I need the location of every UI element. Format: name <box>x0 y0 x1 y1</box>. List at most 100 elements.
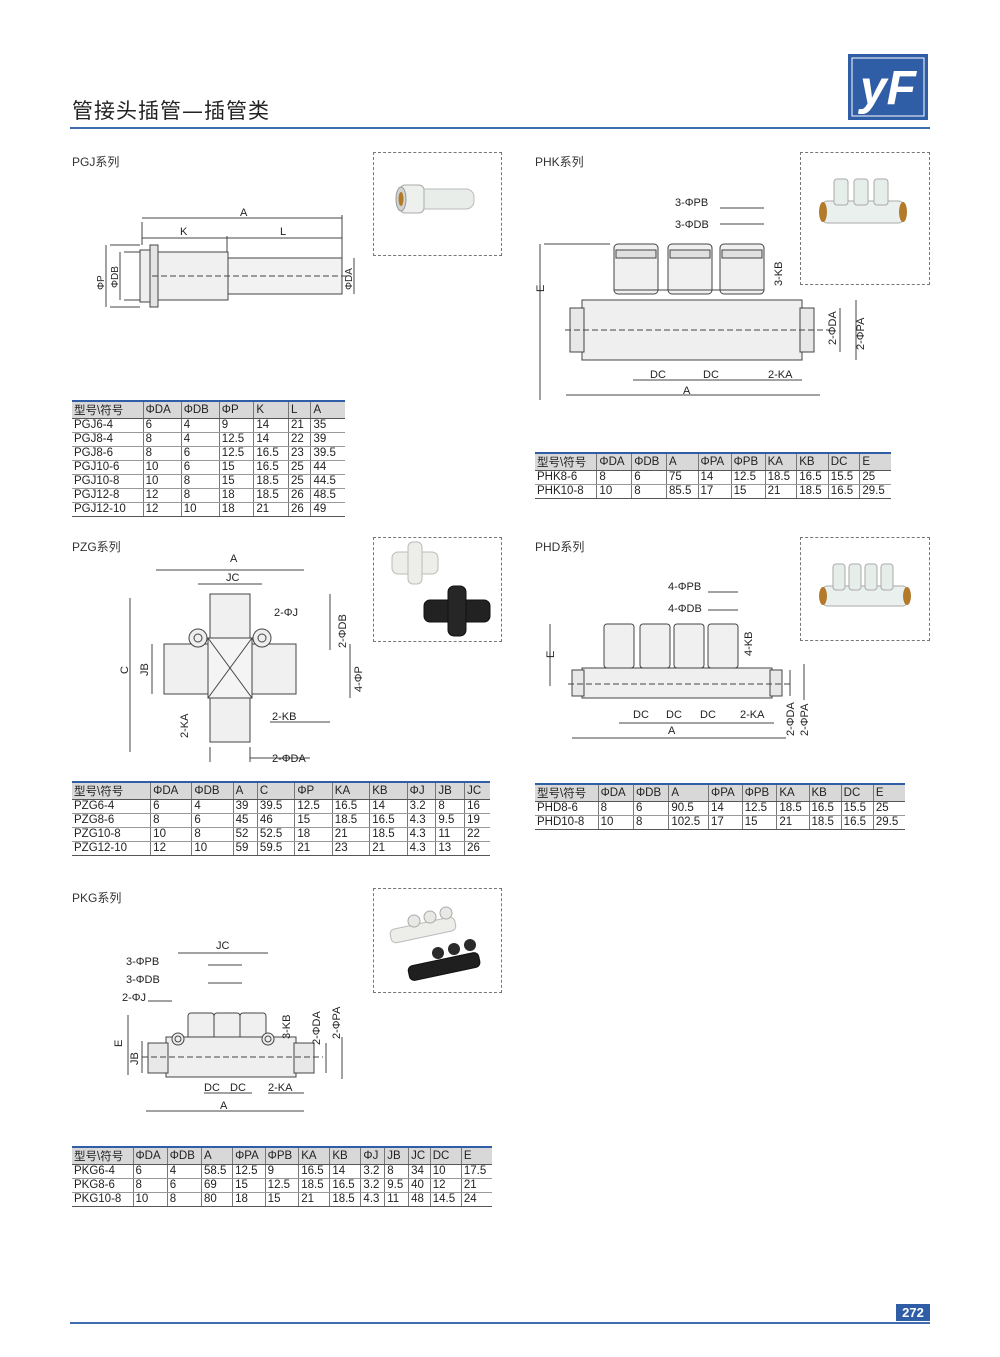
phk-dim-pb: 3-ΦPB <box>675 197 708 209</box>
pgj-table-cell: 25 <box>287 474 311 489</box>
pgj-table-cell: 39 <box>310 432 345 447</box>
pkg-table-cell: 3.2 <box>360 1164 385 1179</box>
phd-col-header: ΦDA <box>597 783 634 802</box>
pgj-table-cell: 18.5 <box>253 488 289 503</box>
phd-table-cell: 16.5 <box>808 801 842 816</box>
phk-col-header: A <box>665 452 699 471</box>
phk-table-cell: 8 <box>631 484 667 499</box>
phk-dim-kb: 3-KB <box>773 262 785 286</box>
phk-product-image <box>819 178 907 224</box>
pgj-table-cell: 9 <box>218 418 254 433</box>
pzg-col-header: A <box>232 781 258 800</box>
pkg-table-cell: 12.5 <box>232 1164 266 1179</box>
phd-col-header: ΦPA <box>708 783 743 802</box>
pkg-table-cell: 34 <box>408 1164 431 1179</box>
pzg-table-cell: PZG6-4 <box>72 799 151 814</box>
pzg-dim-p: 4-ΦP <box>353 666 365 692</box>
pzg-dim-a: A <box>230 553 238 565</box>
phd-drawing: 4-ΦPB 4-ΦDB 4-KB E DC DC DC 2-KA 2-ΦDA 2… <box>545 581 811 739</box>
pgj-table-cell: 21 <box>253 502 289 517</box>
phd-table-cell: 8 <box>632 815 669 830</box>
pzg-dim-j: 2-ΦJ <box>274 607 298 619</box>
pkg-dim-jc: JC <box>216 940 230 952</box>
phk-col-header: DC <box>827 452 860 471</box>
phk-dim-dc-1: DC <box>650 369 666 381</box>
phk-col-header: 型号\符号 <box>535 452 597 471</box>
pzg-table-cell: 10 <box>150 827 192 842</box>
phd-col-header: DC <box>840 783 874 802</box>
phd-table-cell: 18.5 <box>808 815 842 830</box>
phd-table-cell: PHD10-8 <box>535 815 599 830</box>
pzg-table-cell: 4 <box>191 799 234 814</box>
pkg-col-header: A <box>200 1146 233 1165</box>
phk-table-cell: 75 <box>665 470 699 485</box>
pkg-table-cell: 17.5 <box>460 1164 492 1179</box>
pgj-col-header: ΦP <box>218 400 254 419</box>
pkg-dim-j: 2-ΦJ <box>122 992 146 1004</box>
pkg-table-cell: 40 <box>408 1178 431 1193</box>
pgj-table-cell: PGJ12-8 <box>72 488 144 503</box>
phk-table-cell: PHK10-8 <box>535 484 597 499</box>
pzg-table-cell: PZG12-10 <box>72 841 151 856</box>
phk-table-cell: 25 <box>859 470 891 485</box>
pgj-col-header: 型号\符号 <box>72 400 144 419</box>
phd-table-cell: 102.5 <box>668 815 709 830</box>
pkg-table-cell: 18.5 <box>298 1178 330 1193</box>
pzg-table-cell: 16.5 <box>369 813 408 828</box>
pgj-col-header: L <box>287 400 311 419</box>
pzg-table-cell: 14 <box>369 799 408 814</box>
phk-dim-e: E <box>535 285 547 292</box>
pkg-table-cell: 11 <box>384 1192 409 1207</box>
phk-table-cell: 12.5 <box>730 470 766 485</box>
pzg-table-cell: 23 <box>331 841 370 856</box>
pkg-col-header: KA <box>298 1146 330 1165</box>
footer-rule <box>70 1322 930 1324</box>
pzg-table-cell: 4.3 <box>406 813 436 828</box>
phd-col-header: A <box>668 783 709 802</box>
pgj-table-cell: 18 <box>218 488 254 503</box>
pzg-table-cell: 59.5 <box>256 841 295 856</box>
phd-table-cell: 29.5 <box>872 815 905 830</box>
pkg-col-header: ΦJ <box>360 1146 385 1165</box>
pkg-table-cell: 3.2 <box>360 1178 385 1193</box>
pgj-col-header: K <box>253 400 289 419</box>
phk-col-header: KA <box>764 452 797 471</box>
pzg-dim-jc: JC <box>226 572 240 584</box>
phd-dim-dc-1: DC <box>633 709 649 721</box>
pkg-col-header: DC <box>429 1146 462 1165</box>
pzg-table-cell: 21 <box>331 827 370 842</box>
phk-col-header: ΦDA <box>596 452 632 471</box>
page-title: 管接头插管—插管类 <box>72 99 270 123</box>
phk-table-cell: 15.5 <box>827 470 860 485</box>
pzg-table-cell: 8 <box>435 799 465 814</box>
phk-dim-ka: 2-KA <box>768 369 793 381</box>
pkg-table-cell: 16.5 <box>329 1178 361 1193</box>
phd-dim-ka: 2-KA <box>740 709 765 721</box>
phd-product-image <box>819 563 911 607</box>
phd-dim-da: 2-ΦDA <box>785 701 797 736</box>
pkg-table-cell: 6 <box>166 1178 202 1193</box>
pzg-table-cell: 3.2 <box>406 799 436 814</box>
pzg-table-cell: 16.5 <box>331 799 370 814</box>
pzg-photo <box>373 537 502 642</box>
pgj-dim-p: ΦP <box>96 275 107 290</box>
pzg-table-cell: 4.3 <box>406 827 436 842</box>
pkg-table-cell: 9.5 <box>384 1178 409 1193</box>
pzg-table-cell: 9.5 <box>435 813 465 828</box>
pgj-table-cell: 4 <box>180 432 220 447</box>
pkg-product-image <box>389 906 481 981</box>
pgj-table-cell: PGJ10-6 <box>72 460 144 475</box>
pgj-table-cell: 25 <box>287 460 311 475</box>
phd-dim-db: 4-ΦDB <box>668 603 702 615</box>
pgj-table-cell: 10 <box>142 474 182 489</box>
pgj-photo <box>373 152 502 256</box>
pzg-dim-ka: 2-KA <box>179 713 191 738</box>
pkg-col-header: 型号\符号 <box>72 1146 133 1165</box>
phd-dim-dc-3: DC <box>700 709 716 721</box>
pkg-photo <box>373 888 502 993</box>
